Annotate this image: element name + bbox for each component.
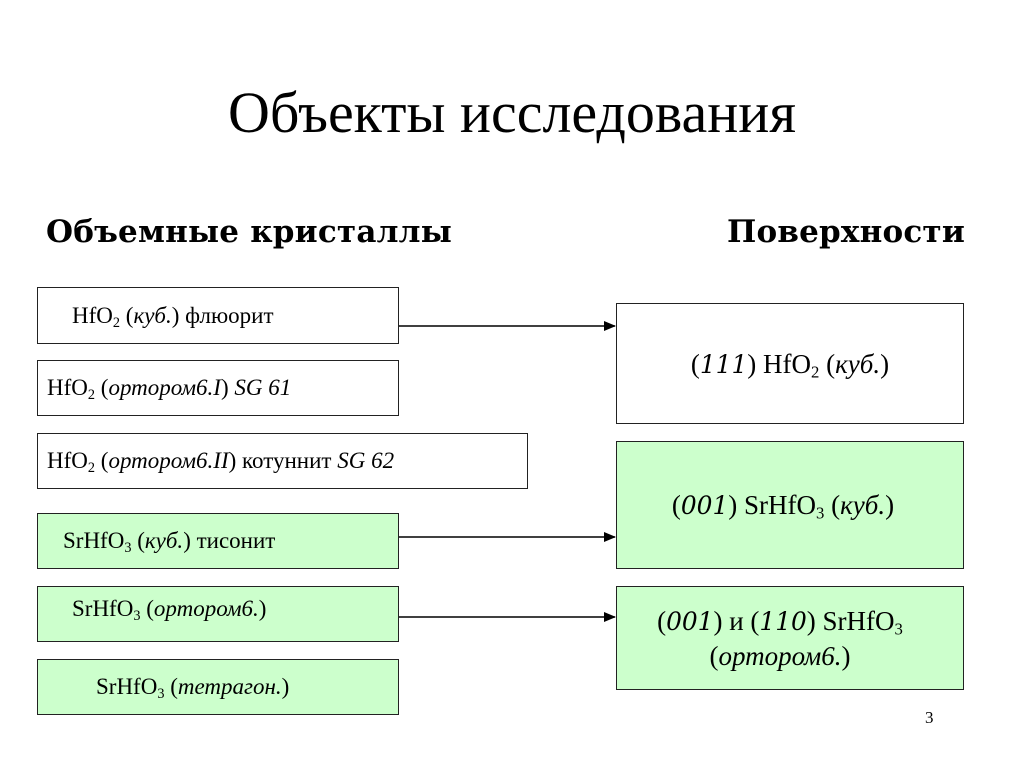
page-number: 3 <box>925 708 934 727</box>
bulk-label: HfO2 (ортором6.II) котуннит SG 62 <box>47 448 395 476</box>
surface-label: (001) и (110) SrHfO3 (ортором6.) <box>657 605 903 671</box>
bulk-label: SrHfO3 (тетрагон.) <box>96 674 290 702</box>
slide-title: Объекты исследования <box>228 80 796 145</box>
bulk-crystals-header: Объемные кристаллы <box>46 214 453 250</box>
bulk-box-hfo2-orthoII: HfO2 (ортором6.II) котуннит SG 62 <box>37 433 528 489</box>
surface-box-hfo2-111: (111) HfO2 (куб.) <box>616 303 964 424</box>
bulk-box-srhfo3-cubic: SrHfO3 (куб.) тисонит <box>37 513 399 569</box>
bulk-box-hfo2-cubic: HfO2 (куб.) флюорит <box>37 287 399 344</box>
surface-box-srhfo3-001: (001) SrHfO3 (куб.) <box>616 441 964 569</box>
surface-label: (111) HfO2 (куб.) <box>690 349 890 382</box>
bulk-label: SrHfO3 (куб.) тисонит <box>63 528 276 556</box>
surface-box-srhfo3-001-110: (001) и (110) SrHfO3 (ортором6.) <box>616 586 964 690</box>
bulk-box-srhfo3-ortho: SrHfO3 (ортором6.) <box>37 586 399 642</box>
bulk-box-srhfo3-tetragonal: SrHfO3 (тетрагон.) <box>37 659 399 715</box>
bulk-label: HfO2 (куб.) флюорит <box>72 302 274 331</box>
surfaces-header: Поверхности <box>727 214 966 250</box>
bulk-label: SrHfO3 (ортором6.) <box>72 596 267 624</box>
surface-label: (001) SrHfO3 (куб.) <box>671 489 895 523</box>
bulk-label: HfO2 (ортором6.I) SG 61 <box>47 375 292 403</box>
bulk-box-hfo2-orthoI: HfO2 (ортором6.I) SG 61 <box>37 360 399 416</box>
